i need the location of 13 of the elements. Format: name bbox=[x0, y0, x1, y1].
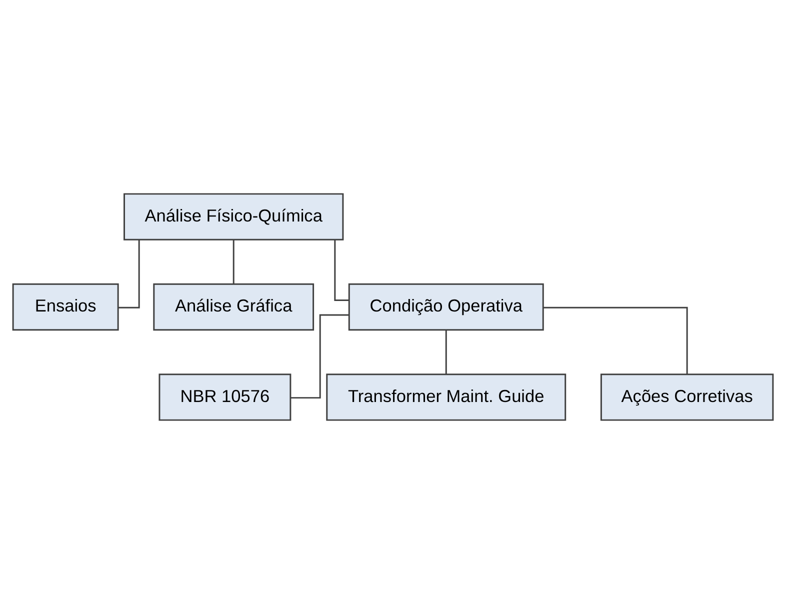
connector bbox=[334, 240, 350, 300]
node-box: NBR 10576 bbox=[158, 373, 292, 420]
node-box: Ensaios bbox=[12, 282, 119, 330]
connector bbox=[543, 306, 688, 374]
node-box: Ações Corretivas bbox=[600, 373, 774, 420]
connector bbox=[118, 239, 140, 308]
connector bbox=[445, 330, 447, 374]
node-box: Análise Gráfica bbox=[153, 282, 314, 330]
node-box: Transformer Maint. Guide bbox=[326, 373, 566, 420]
connector bbox=[290, 314, 350, 398]
node-box: Análise Físico-Química bbox=[124, 192, 344, 240]
node-box: Condição Operativa bbox=[348, 282, 544, 330]
connector bbox=[232, 240, 234, 284]
